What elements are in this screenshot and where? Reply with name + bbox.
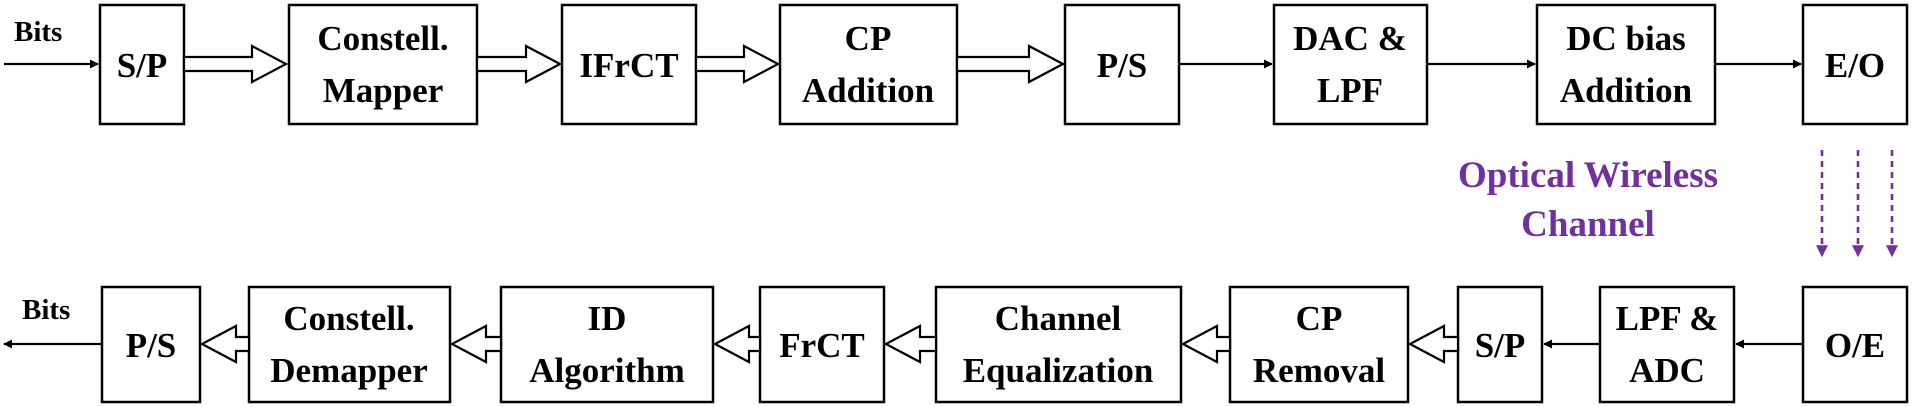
tx-block-dac-lpf: DAC & LPF [1272,3,1429,126]
rx-block-sp: S/P [1456,285,1544,404]
rx-arrow-sp-to-cp [1407,324,1460,364]
rx-block-ps-line-1: P/S [126,326,177,365]
rx-block-channel-equalization: Channel Equalization [934,285,1183,404]
rx-block-constellation-demapper-line-2: Demapper [270,351,427,390]
rx-block-sp-line-1: S/P [1475,326,1526,365]
tx-arrow-sp-to-mapper [182,44,289,84]
tx-block-dc-bias-addition: DC bias Addition [1535,3,1717,126]
rx-block-ps: P/S [100,285,202,404]
tx-block-ifrct: IFrCT [560,3,698,126]
tx-block-dc-bias-addition-line-2: Addition [1560,71,1692,110]
rx-block-id-algorithm-line-1: ID [588,299,627,338]
channel-label-line-1: Optical Wireless [1458,155,1718,196]
rx-block-oe-line-1: O/E [1825,326,1885,365]
tx-arrow-mapper-to-ifrct [475,44,563,84]
tx-block-dc-bias-addition-line-1: DC bias [1566,19,1686,58]
rx-block-cp-removal-line-2: Removal [1253,351,1385,390]
rx-block-frct-line-1: FrCT [779,326,865,365]
rx-block-channel-equalization-line-2: Equalization [963,351,1154,390]
rx-arrow-equalization-to-frct [883,324,938,364]
tx-block-cp-addition-line-2: Addition [802,71,934,110]
tx-block-constellation-mapper-line-2: Mapper [323,71,444,110]
tx-block-cp-addition: CP Addition [778,3,959,126]
tx-block-constellation-mapper-line-1: Constell. [317,19,448,58]
rx-block-constellation-demapper-line-1: Constell. [283,299,414,338]
rx-block-cp-removal-line-1: CP [1296,299,1343,338]
tx-block-constellation-mapper: Constell. Mapper [287,3,479,126]
rx-block-id-algorithm-line-2: Algorithm [529,351,685,390]
rx-block-channel-equalization-line-1: Channel [995,299,1122,338]
rx-arrow-cp-to-equalization [1180,324,1232,364]
rx-block-lpf-adc-line-2: ADC [1629,351,1705,390]
tx-block-eo: E/O [1801,3,1909,126]
rx-block-oe: O/E [1801,285,1909,404]
rx-block-id-algorithm: ID Algorithm [499,285,715,404]
rx-arrow-demapper-to-ps [199,324,251,364]
tx-block-cp-addition-line-1: CP [845,19,892,58]
tx-input-label: Bits [14,16,62,48]
tx-arrow-ifrct-to-cp [694,44,781,84]
tx-block-ifrct-line-1: IFrCT [579,46,678,85]
tx-arrow-cp-to-ps [955,44,1066,84]
tx-block-sp: S/P [98,3,186,126]
tx-block-sp-line-1: S/P [117,46,168,85]
rx-block-constellation-demapper: Constell. Demapper [247,285,452,404]
rx-arrow-frct-to-id [712,324,762,364]
rx-block-frct: FrCT [758,285,886,404]
tx-block-dac-lpf-line-1: DAC & [1293,19,1407,58]
rx-block-lpf-adc-line-1: LPF & [1616,299,1719,338]
tx-block-ps: P/S [1063,3,1181,126]
rx-arrow-id-to-demapper [449,324,503,364]
tx-block-eo-line-1: E/O [1825,46,1885,85]
rx-block-lpf-adc: LPF & ADC [1598,285,1736,404]
tx-block-ps-line-1: P/S [1097,46,1148,85]
rx-output-label: Bits [22,294,70,326]
tx-block-dac-lpf-line-2: LPF [1317,71,1383,110]
rx-block-cp-removal: CP Removal [1228,285,1410,404]
channel-label-line-2: Channel [1521,204,1655,245]
